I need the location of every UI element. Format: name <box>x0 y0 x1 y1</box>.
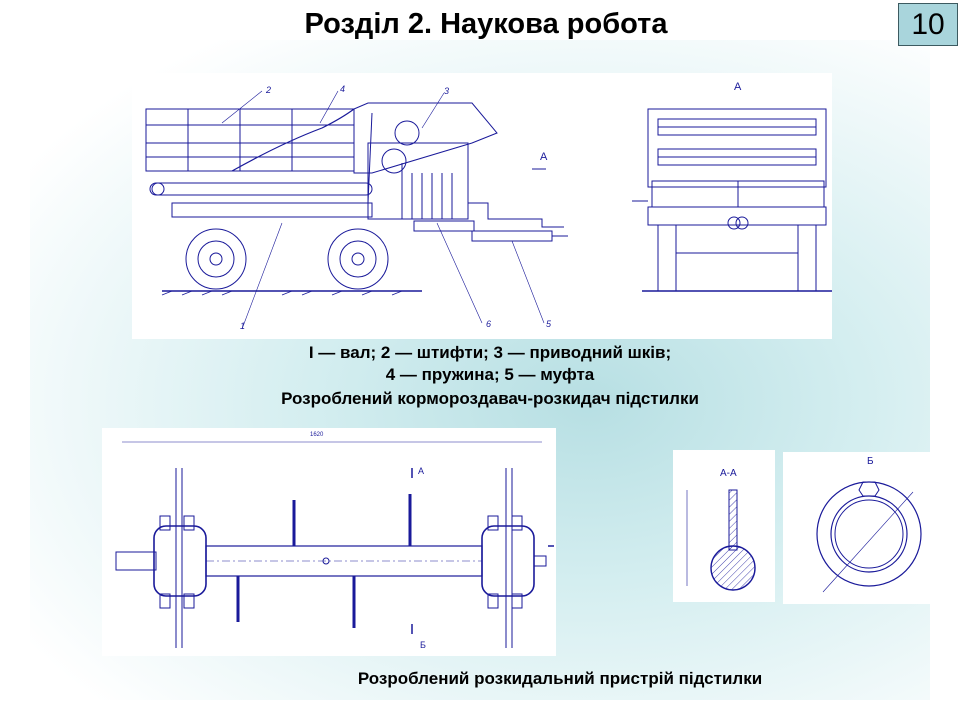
callout-1: 1 <box>240 321 246 331</box>
section-aa-drawing: А-А <box>673 450 775 602</box>
caption-top-line3: Розроблений кормороздавач-розкидач підст… <box>281 389 699 408</box>
page-title: Розділ 2. Наукова робота <box>304 8 668 40</box>
slide-number-badge: 10 <box>898 3 958 46</box>
caption-bottom: Розроблений розкидальний пристрій підсти… <box>357 669 763 688</box>
view-a-label: А <box>734 81 742 93</box>
dimension-label: 1620 <box>310 432 324 438</box>
callout-5: 5 <box>546 319 552 329</box>
callout-4: 4 <box>340 84 346 94</box>
view-b-drawing: Б <box>783 452 935 604</box>
spreader-drawing: А А 1 2 3 4 5 6 <box>132 73 832 339</box>
callout-6: 6 <box>486 319 492 329</box>
callout-2: 2 <box>266 85 272 95</box>
view-b-label: Б <box>867 456 874 467</box>
section-mark-b: Б <box>420 640 426 650</box>
callout-3: 3 <box>444 86 450 96</box>
arrow-a-label: А <box>540 151 548 163</box>
section-aa-label: А-А <box>720 468 737 479</box>
caption-top-line1: І — вал; 2 — штифти; 3 — приводний шків; <box>308 343 672 362</box>
caption-top-line2: 4 — пружина; 5 — муфта <box>385 365 595 384</box>
spreading-device-drawing: 1620 А Б <box>102 428 556 656</box>
section-mark-a: А <box>418 466 425 476</box>
